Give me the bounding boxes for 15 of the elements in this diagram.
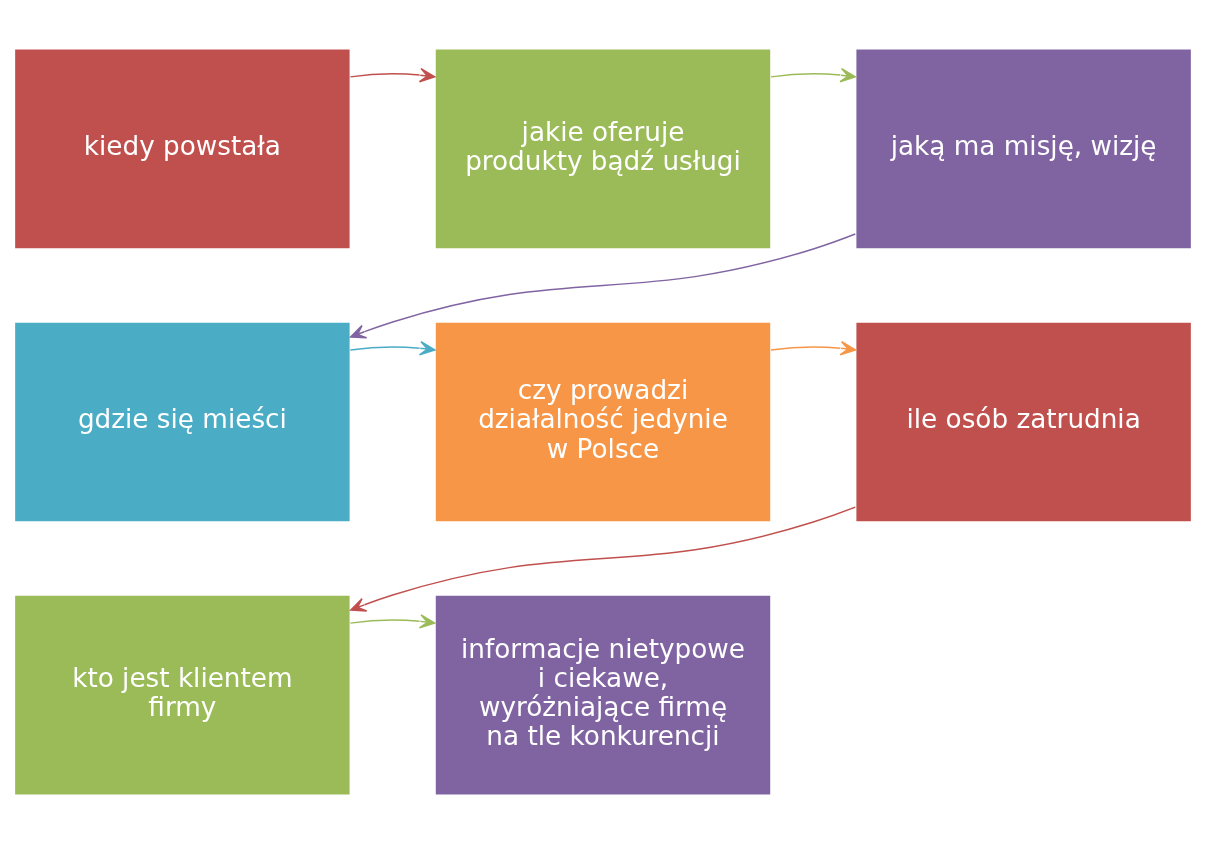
- arrow: [770, 341, 857, 356]
- arrow: [770, 67, 857, 83]
- arrow: [349, 67, 436, 83]
- arrow: [349, 614, 436, 629]
- arrow: [349, 341, 436, 356]
- node-box: czy prowadzi działalność jedynie w Polsce: [434, 321, 772, 523]
- node-box: jakie oferuje produkty bądź usługi: [434, 48, 772, 250]
- node-box: ile osób zatrudnia: [854, 321, 1193, 523]
- node-box: kto jest klientem firmy: [13, 594, 352, 796]
- node-box: informacje nietypowe i ciekawe, wyróżniające firmę na tle konkurencji: [434, 594, 772, 796]
- node-box: kiedy powstała: [13, 48, 352, 250]
- node-box: jaką ma misję, wizję: [854, 48, 1193, 250]
- arrow: [349, 233, 857, 339]
- arrow: [349, 506, 857, 612]
- node-box: gdzie się mieści: [13, 321, 352, 523]
